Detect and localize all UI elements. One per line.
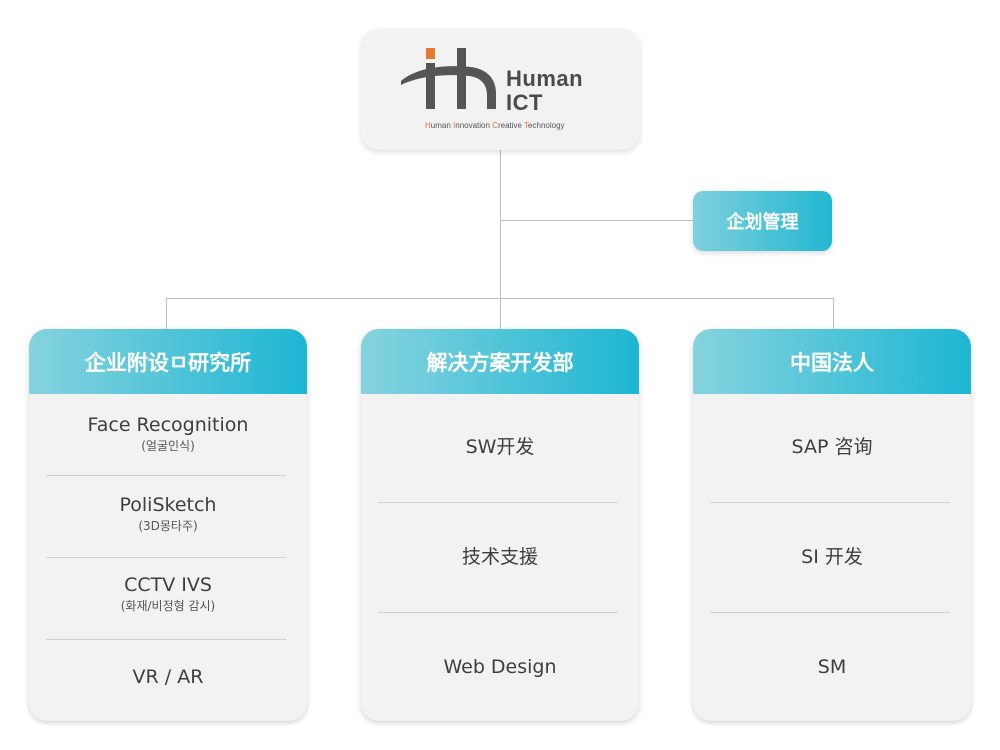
list-item-sm: SM bbox=[817, 656, 847, 678]
list-item-sw-dev: SW开发 bbox=[465, 436, 535, 458]
divider bbox=[46, 557, 286, 558]
connector-root-vertical bbox=[500, 150, 501, 329]
solution-dev-column: 解决方案开发部 SW开发 技术支援 Web Design bbox=[361, 329, 639, 721]
human-ict-logo-icon bbox=[401, 48, 496, 109]
logo-wordmark: Human ICT bbox=[506, 67, 583, 115]
list-item-tech-support: 技术支援 bbox=[461, 546, 538, 568]
divider bbox=[46, 639, 286, 640]
research-institute-title: 企业附设ㅁ研究所 bbox=[29, 329, 307, 394]
connector-planning-branch bbox=[500, 220, 693, 221]
list-item-cctv-ivs: CCTV IVS (화재/비정형 감시) bbox=[120, 574, 216, 613]
list-item-web-design: Web Design bbox=[443, 656, 557, 678]
china-corp-column: 中国法人 SAP 咨询 SI 开发 SM bbox=[693, 329, 971, 721]
list-item-sap-consulting: SAP 咨询 bbox=[791, 436, 873, 458]
logo-word-bottom: ICT bbox=[506, 90, 543, 115]
divider bbox=[378, 502, 618, 503]
connector-horizontal bbox=[166, 298, 834, 299]
connector-right-drop bbox=[833, 298, 834, 329]
logo-tagline: Human Innovation Creative Technology bbox=[425, 121, 565, 130]
china-corp-title: 中国法人 bbox=[693, 329, 971, 394]
list-item-polisketch: PoliSketch (3D몽타주) bbox=[119, 494, 217, 533]
list-item-si-dev: SI 开发 bbox=[801, 546, 863, 568]
list-item-vr-ar: VR / AR bbox=[132, 666, 204, 688]
logo-word-top: Human bbox=[506, 66, 584, 91]
divider bbox=[378, 612, 618, 613]
divider bbox=[710, 612, 950, 613]
planning-management-node: 企划管理 bbox=[693, 191, 832, 251]
divider bbox=[46, 475, 286, 476]
research-institute-column: 企业附设ㅁ研究所 Face Recognition (얼굴인식) PoliSke… bbox=[29, 329, 307, 721]
root-company-node: Human ICT Human Innovation Creative Tech… bbox=[361, 29, 640, 150]
solution-dev-title: 解决方案开发部 bbox=[361, 329, 639, 394]
divider bbox=[710, 502, 950, 503]
connector-left-drop bbox=[166, 298, 167, 329]
list-item-face-recognition: Face Recognition (얼굴인식) bbox=[87, 414, 249, 453]
